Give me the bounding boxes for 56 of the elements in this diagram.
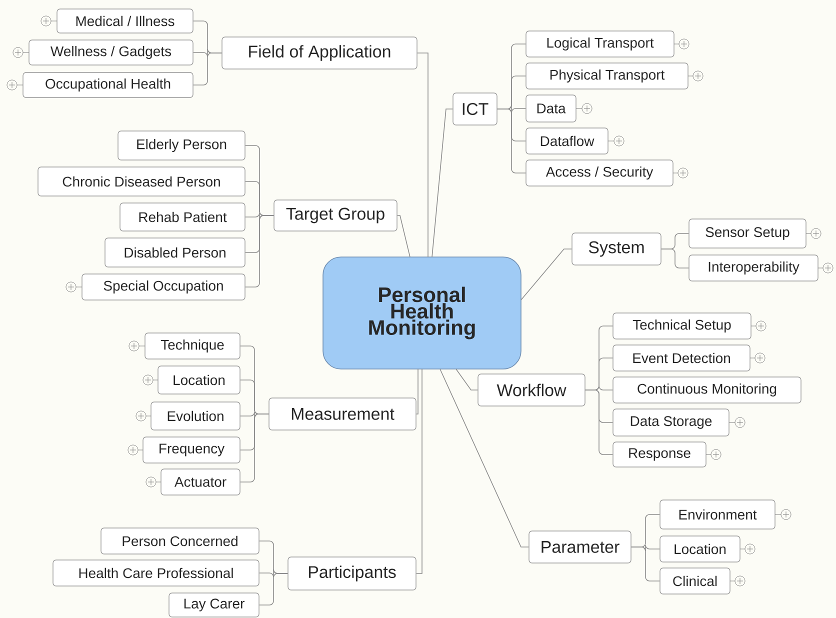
subtopic-box: Frequency xyxy=(142,436,240,464)
topic-box: Parameter xyxy=(528,530,632,564)
topic-box: Measurement xyxy=(268,398,416,430)
subtopic-box: Continuous Monitoring xyxy=(612,376,802,404)
subtopic-box: Disabled Person xyxy=(104,238,246,268)
subtopic-box: Occupational Health xyxy=(22,72,194,98)
topic-box: Participants xyxy=(288,556,416,590)
subtopic-box: Elderly Person xyxy=(118,130,246,160)
topic-box: Field of Application xyxy=(222,36,418,70)
topic-box: System xyxy=(572,232,662,266)
subtopic-box: Data xyxy=(526,94,576,122)
subtopic-box: Dataflow xyxy=(526,128,608,154)
connector-line xyxy=(660,248,690,268)
topic-box: Target Group xyxy=(274,200,398,232)
subtopic-box: Physical Transport xyxy=(526,62,688,90)
subtopic-box: Actuator xyxy=(160,468,240,496)
subtopic-box: Interoperability xyxy=(688,254,818,282)
subtopic-box: Sensor Setup xyxy=(688,218,806,248)
subtopic-box: Technique xyxy=(144,332,240,360)
connector-line xyxy=(440,368,530,548)
topic-box: Workflow xyxy=(478,374,586,406)
connector-line xyxy=(432,108,454,258)
connector-line xyxy=(416,368,422,574)
subtopic-box: Evolution xyxy=(150,402,240,430)
subtopic-box: Logical Transport xyxy=(526,30,674,58)
connector-line xyxy=(630,546,660,582)
connector-line xyxy=(258,573,288,606)
subtopic-box: Medical / Illness xyxy=(56,8,194,34)
connector-line xyxy=(520,248,572,300)
subtopic-box: Lay Carer xyxy=(168,592,260,618)
subtopic-box: Chronic Diseased Person xyxy=(38,166,246,196)
central-topic-box: Personal Health Monitoring xyxy=(322,256,522,370)
subtopic-box: Rehab Patient xyxy=(120,202,246,232)
subtopic-box: Location xyxy=(158,366,240,394)
subtopic-box: Wellness / Gadgets xyxy=(28,40,194,66)
subtopic-box: Technical Setup xyxy=(612,312,752,340)
subtopic-box: Special Occupation xyxy=(82,274,246,300)
subtopic-box: Location xyxy=(660,536,740,562)
subtopic-box: Event Detection xyxy=(612,344,750,372)
connector-line xyxy=(416,52,428,258)
subtopic-box: Data Storage xyxy=(612,408,730,436)
subtopic-box: Response xyxy=(612,442,706,468)
connector-line xyxy=(396,215,410,258)
connector-line xyxy=(456,368,478,390)
connector-line xyxy=(416,368,418,414)
subtopic-box: Environment xyxy=(660,500,776,530)
subtopic-box: Health Care Professional xyxy=(52,560,260,586)
connector-line xyxy=(244,215,274,288)
subtopic-box: Person Concerned xyxy=(100,528,260,554)
connector-line xyxy=(240,414,270,482)
subtopic-box: Access / Security xyxy=(526,160,674,186)
connector-line xyxy=(584,390,614,455)
connector-line xyxy=(496,108,526,174)
subtopic-box: Clinical xyxy=(660,568,730,594)
connector-line xyxy=(192,52,222,86)
topic-box: ICT xyxy=(452,92,498,126)
